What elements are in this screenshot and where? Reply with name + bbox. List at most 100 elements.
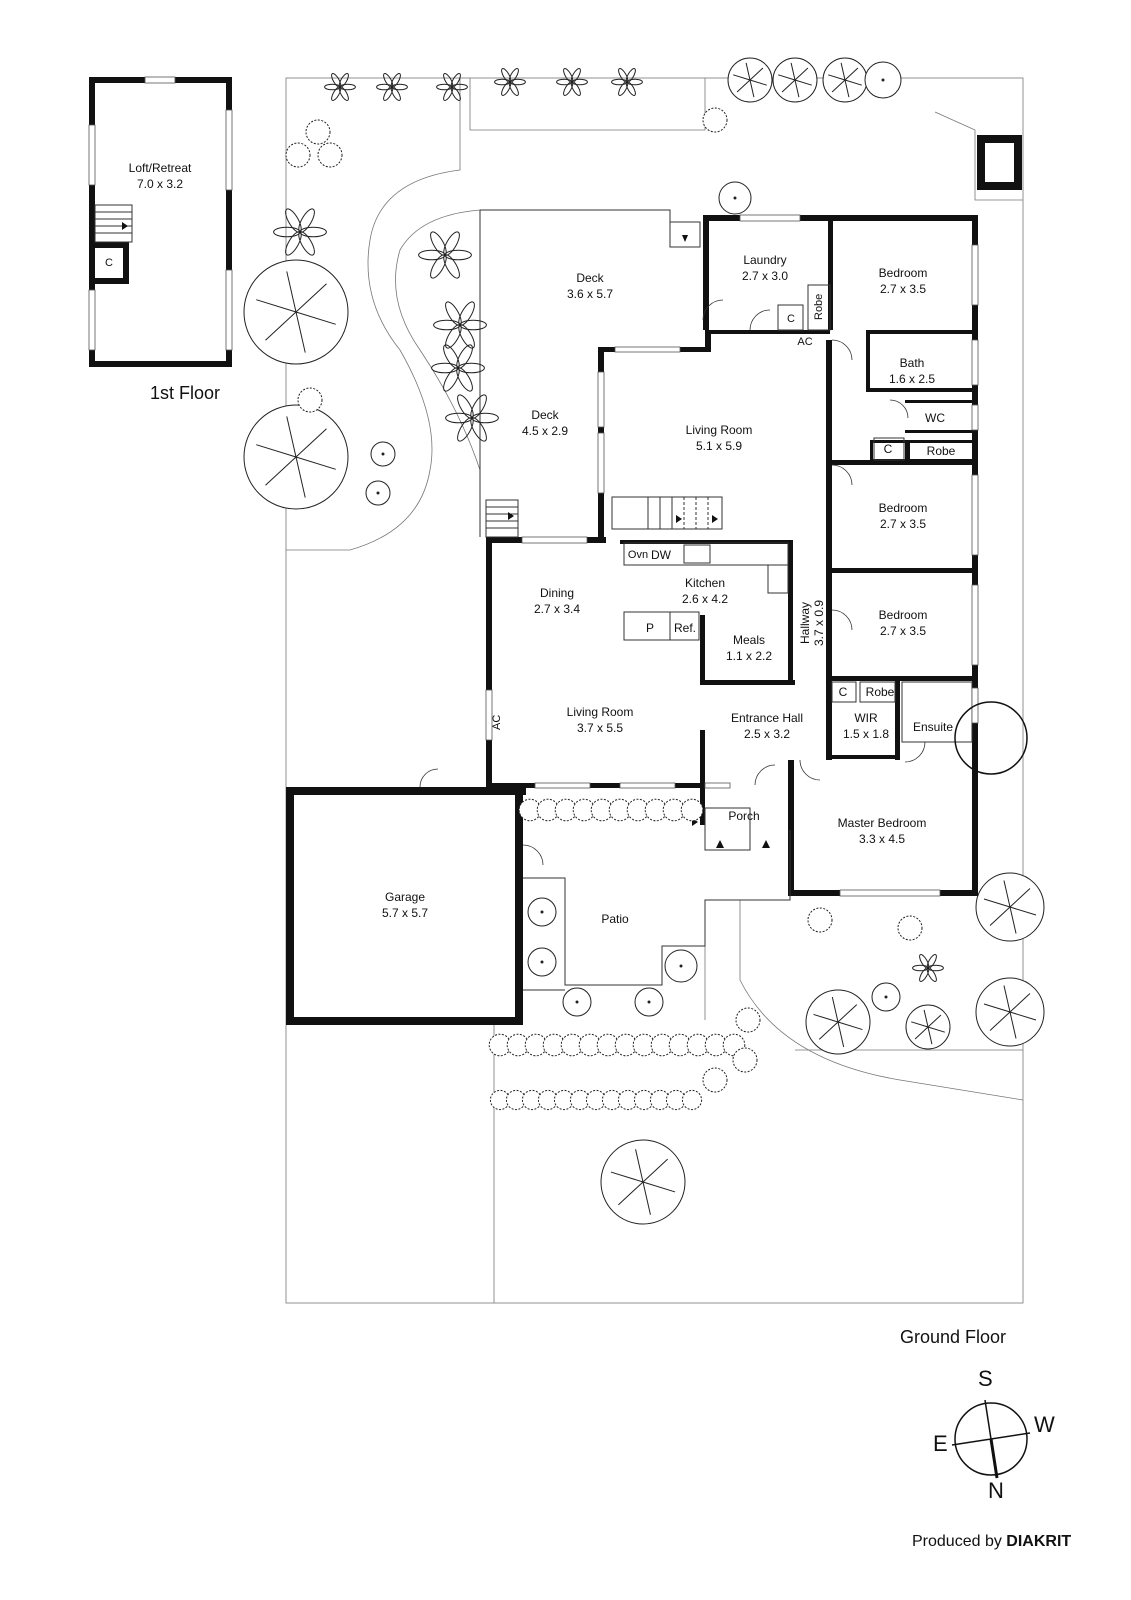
- garden-path-east: [739, 900, 1024, 1101]
- tree: [365, 480, 391, 506]
- star-shrub: [431, 344, 485, 392]
- house-walls: [286, 135, 1022, 1025]
- shrub: [807, 907, 833, 933]
- fridge-label: Ref.: [673, 621, 697, 635]
- garden-bed-north: [469, 78, 706, 131]
- floor-label-ground: Ground Floor: [900, 1327, 1007, 1347]
- patio-outline: [515, 807, 791, 991]
- deck-outline: [479, 209, 701, 538]
- windows: [485, 214, 979, 897]
- tree: [864, 61, 902, 99]
- hedge-bush: [680, 798, 704, 822]
- tree: [975, 977, 1045, 1047]
- cooktop: [767, 564, 789, 594]
- star-shrub: [324, 73, 356, 101]
- tree: [727, 57, 773, 103]
- shrub: [305, 119, 331, 145]
- room-porch: Porch: [728, 809, 760, 823]
- tree: [718, 181, 752, 215]
- tree: [664, 949, 698, 983]
- compass-rose: [951, 1399, 1031, 1479]
- tree: [975, 872, 1045, 942]
- star-shrub: [445, 394, 499, 442]
- oven-label: Ovn: [627, 549, 649, 561]
- room-laundry-cupboard: C: [787, 313, 795, 325]
- dishwasher-label: DW: [651, 548, 671, 562]
- garden-path-west: [286, 78, 461, 551]
- pantry-fridge-block: [623, 611, 700, 641]
- room-hall-cupboard: C: [883, 442, 893, 456]
- star-shrub: [436, 73, 468, 101]
- shrub: [732, 1047, 758, 1073]
- loft-floor: [88, 76, 233, 367]
- star-shrub: [273, 208, 327, 256]
- loft-window-east-1: [225, 109, 233, 191]
- star-shrubs: [273, 68, 944, 982]
- ac-living: AC: [797, 336, 813, 348]
- tree: [822, 57, 868, 103]
- property-boundary: [285, 77, 1024, 1304]
- star-shrub: [494, 68, 526, 96]
- room-laundry-robe: Robe: [813, 293, 825, 320]
- garden-path-inner: [395, 209, 481, 471]
- loft-window-west-2: [88, 289, 96, 351]
- laundry-cupboard-box: [777, 304, 804, 331]
- hall-cupboard-box: [873, 437, 905, 461]
- tree: [634, 987, 664, 1017]
- shrub: [297, 387, 323, 413]
- credit-prefix: Produced by: [912, 1533, 1007, 1550]
- floor-label-first: 1st Floor: [150, 383, 221, 403]
- star-shrub: [611, 68, 643, 96]
- door-swings: [419, 299, 926, 866]
- tree: [243, 404, 349, 510]
- compass: [954, 701, 1028, 775]
- shrub: [317, 142, 343, 168]
- star-shrub: [376, 73, 408, 101]
- laundry-robe-box: [807, 284, 831, 331]
- compass-n: N: [988, 1478, 1004, 1503]
- robe3-box: [859, 681, 896, 703]
- room-ensuite: Ensuite: [912, 720, 954, 734]
- credit: Produced by DIAKRIT: [912, 1533, 1071, 1551]
- star-shrub: [418, 231, 472, 279]
- loft-window-top: [144, 76, 176, 84]
- tree: [527, 947, 557, 977]
- room-patio: Patio: [601, 912, 629, 926]
- tree: [370, 441, 396, 467]
- shrub: [735, 1007, 761, 1033]
- star-shrub: [556, 68, 588, 96]
- cupboard3-box: [831, 681, 857, 703]
- room-robe3: Robe: [865, 685, 895, 699]
- compass-e: E: [933, 1431, 948, 1456]
- loft-stairs: [94, 204, 133, 243]
- tree: [562, 987, 592, 1017]
- tree: [600, 1139, 686, 1225]
- tree: [905, 1004, 951, 1050]
- internal-stairs: [611, 496, 723, 530]
- tree: [871, 982, 901, 1012]
- loft-window-west-1: [88, 124, 96, 186]
- side-path: [934, 111, 1023, 201]
- tree: [805, 989, 871, 1055]
- hedges: [285, 107, 923, 1111]
- kitchen-sink: [683, 544, 711, 564]
- star-shrub: [433, 301, 487, 349]
